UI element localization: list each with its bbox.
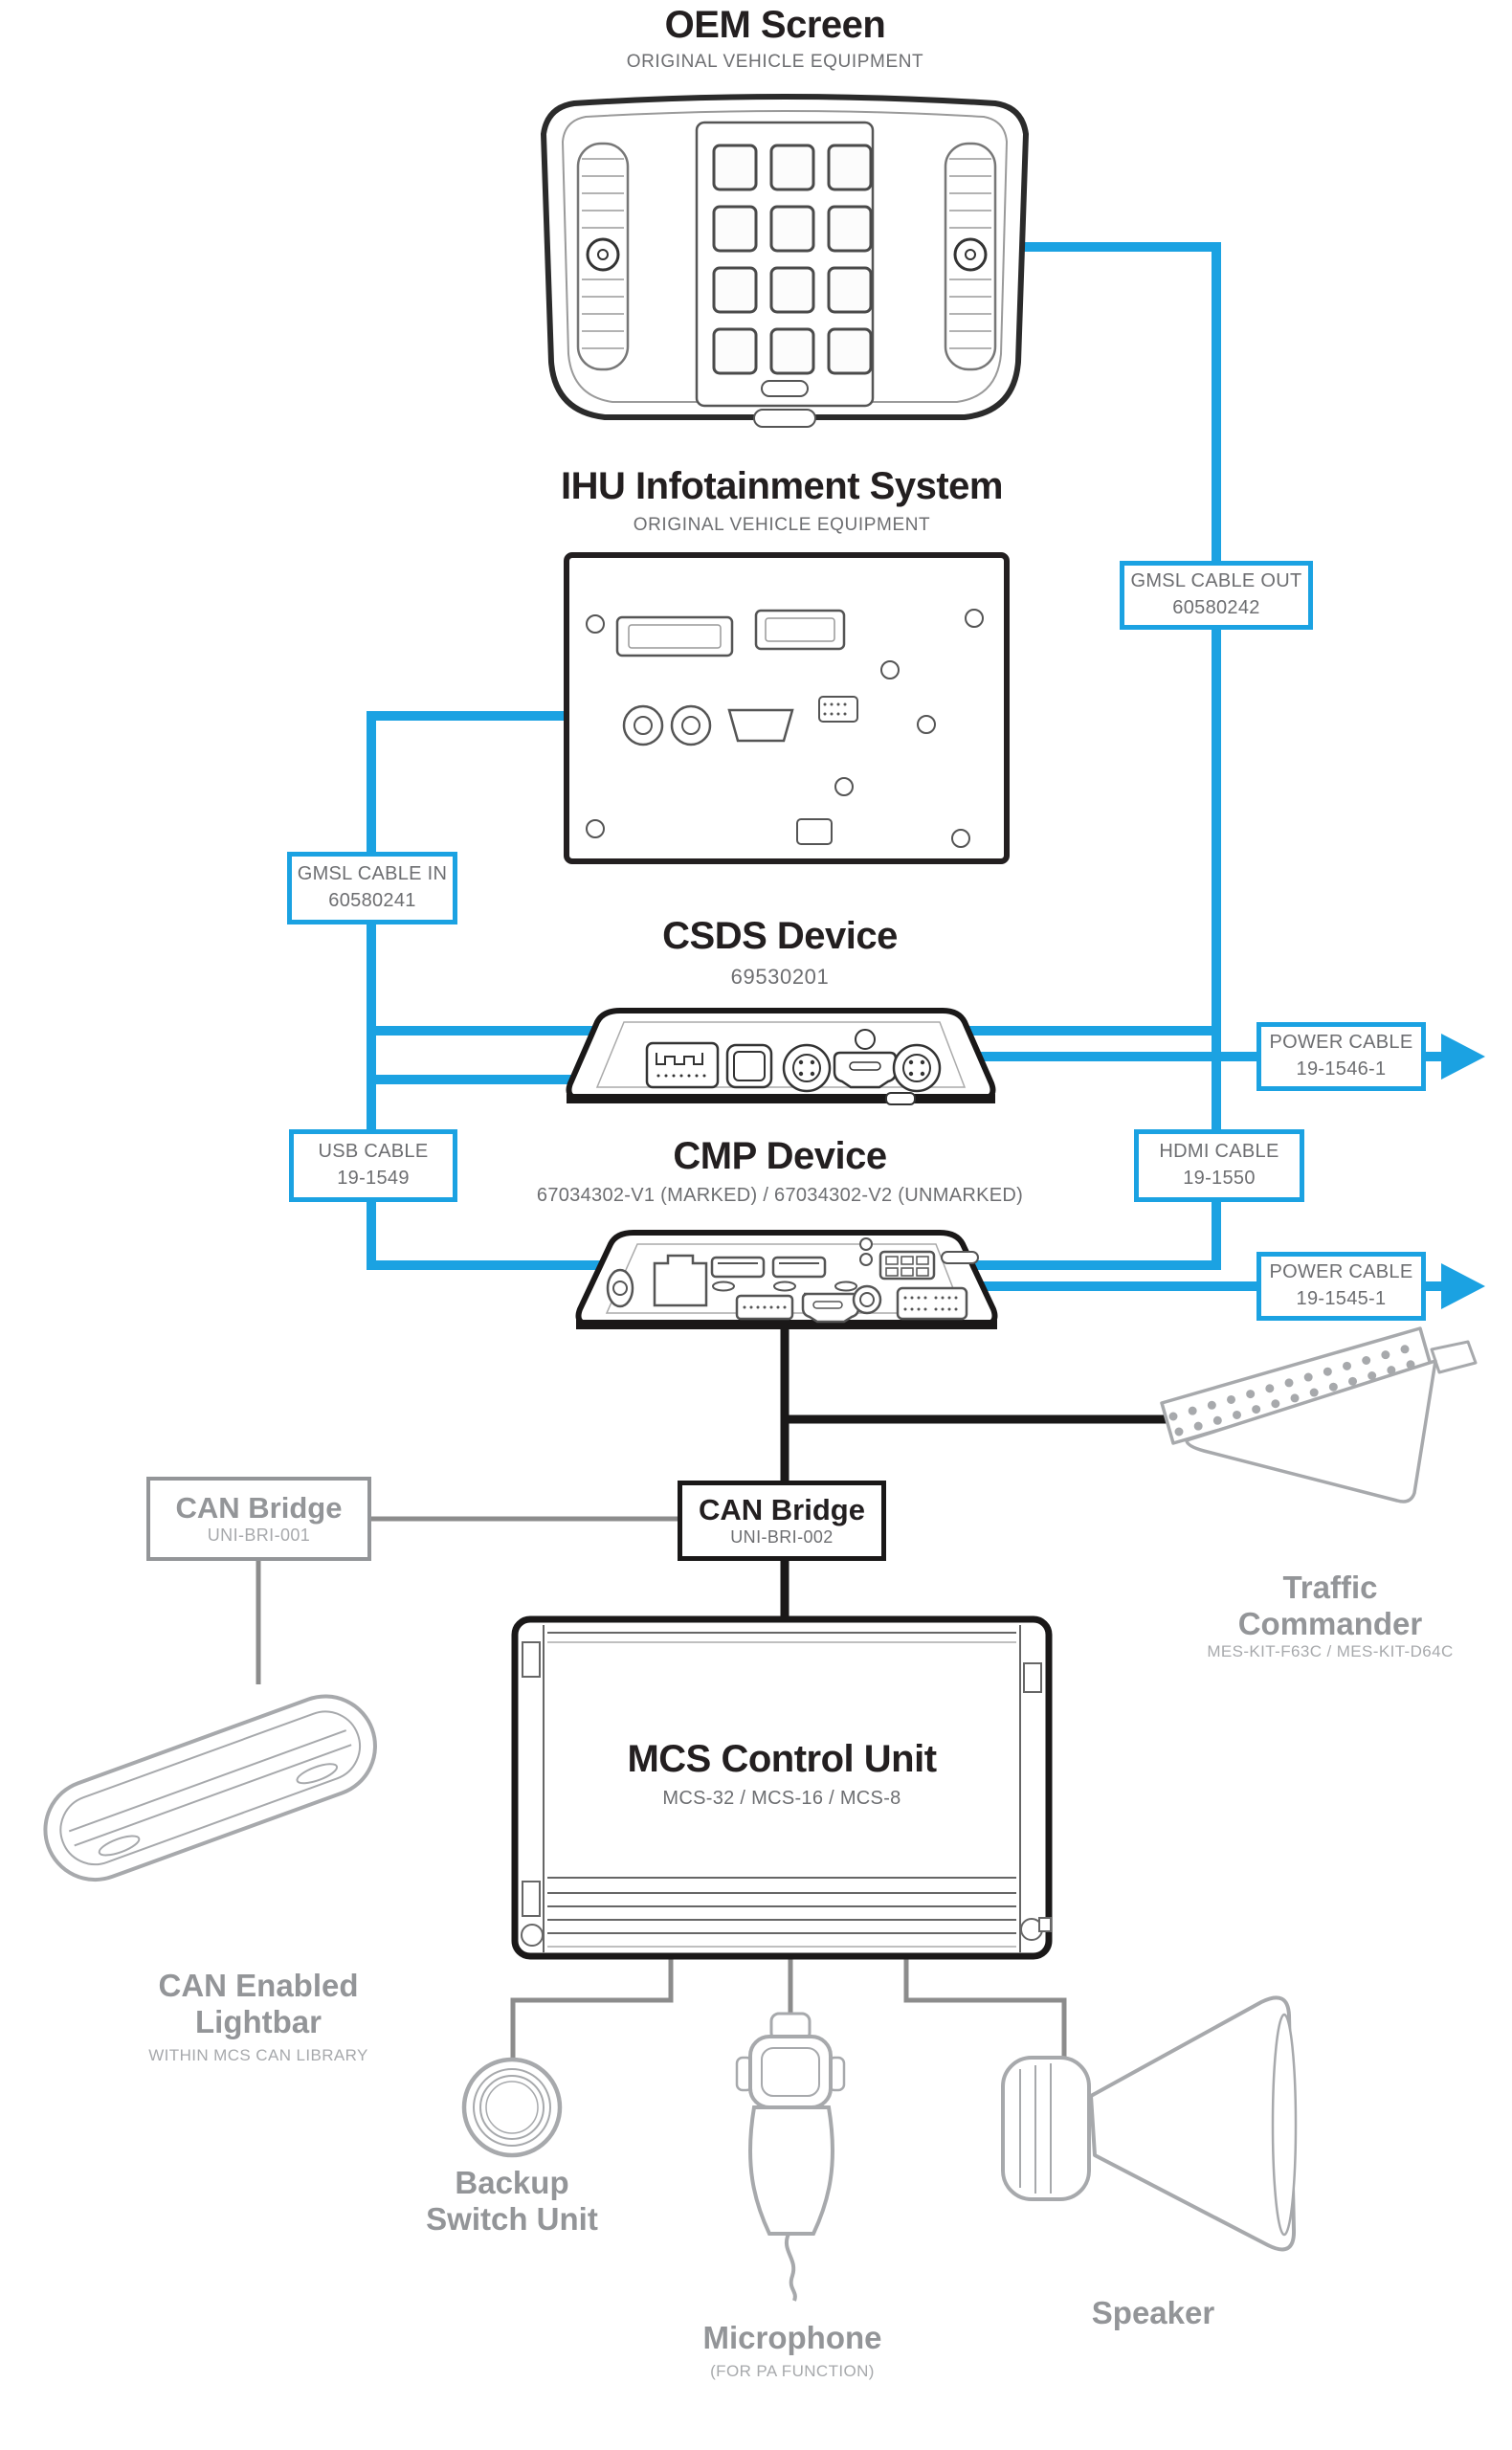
cable-name: USB CABLE <box>318 1141 429 1163</box>
traffic-commander-subtitle: MES-KIT-F63C / MES-KIT-D64C <box>1207 1642 1454 1660</box>
microphone-illustration <box>735 2012 846 2302</box>
cable-part: 19-1550 <box>1183 1168 1256 1189</box>
lightbar-illustration <box>43 1694 377 1882</box>
cable-label-gmsl-in: GMSL CABLE IN 60580241 <box>287 852 457 924</box>
blue-cable-lines <box>367 242 1450 1291</box>
backup-switch-title-line2: Switch Unit <box>426 2201 598 2238</box>
lightbar-subtitle: WITHIN MCS CAN LIBRARY <box>148 2046 368 2064</box>
cable-name: POWER CABLE <box>1269 1261 1413 1283</box>
csds-subtitle: 69530201 <box>730 965 830 989</box>
cable-label-usb: USB CABLE 19-1549 <box>289 1129 457 1202</box>
cmp-subtitle: 67034302-V1 (MARKED) / 67034302-V2 (UNMA… <box>536 1185 1024 1206</box>
cable-name: HDMI CABLE <box>1159 1141 1279 1163</box>
can-bridge-1-title: CAN Bridge <box>175 1491 343 1526</box>
cmp-illustration <box>575 1230 998 1329</box>
cable-label-hdmi: HDMI CABLE 19-1550 <box>1134 1129 1304 1202</box>
cable-name: GMSL CABLE OUT <box>1130 570 1302 592</box>
cable-part: 60580242 <box>1172 597 1260 618</box>
cable-part: 19-1545-1 <box>1296 1288 1387 1309</box>
cable-label-power-cmp: POWER CABLE 19-1545-1 <box>1256 1252 1426 1321</box>
ihu-subtitle: ORIGINAL VEHICLE EQUIPMENT <box>633 515 931 535</box>
ihu-illustration <box>564 552 1010 864</box>
backup-switch-title-line1: Backup <box>455 2165 569 2200</box>
arrow-right-icon <box>1441 1034 1485 1080</box>
ihu-title: IHU Infotainment System <box>561 465 1003 507</box>
traffic-commander-title-line2: Commander <box>1237 1606 1423 1642</box>
traffic-commander-illustration <box>1160 1326 1478 1503</box>
lightbar-title-line1: CAN Enabled <box>158 1968 359 2003</box>
cmp-title: CMP Device <box>673 1135 887 1177</box>
microphone-title: Microphone <box>702 2320 882 2355</box>
speaker-title: Speaker <box>1091 2295 1215 2330</box>
mcs-subtitle: MCS-32 / MCS-16 / MCS-8 <box>662 1788 901 1809</box>
microphone-subtitle: (FOR PA FUNCTION) <box>710 2362 875 2380</box>
cable-label-gmsl-out: GMSL CABLE OUT 60580242 <box>1120 561 1313 630</box>
oem-screen-subtitle: ORIGINAL VEHICLE EQUIPMENT <box>626 52 924 72</box>
csds-illustration <box>566 1008 996 1105</box>
traffic-commander-title: Traffic Commander <box>1139 1570 1512 1643</box>
speaker-illustration <box>1001 1995 1298 2252</box>
can-bridge-1-box: CAN Bridge UNI-BRI-001 <box>146 1477 371 1561</box>
can-bridge-2-title: CAN Bridge <box>699 1493 865 1527</box>
mcs-illustration <box>511 1615 1053 1960</box>
lightbar-title-line2: Lightbar <box>195 2004 322 2040</box>
can-bridge-2-box: CAN Bridge UNI-BRI-002 <box>678 1481 886 1561</box>
lightbar-title: CAN Enabled Lightbar <box>67 1968 450 2041</box>
traffic-commander-title-line1: Traffic <box>1282 1570 1378 1605</box>
cable-part: 60580241 <box>328 890 416 911</box>
cable-part: 19-1546-1 <box>1296 1058 1387 1080</box>
cable-part: 19-1549 <box>337 1168 410 1189</box>
oem-screen-illustration <box>540 94 1030 428</box>
cable-name: GMSL CABLE IN <box>297 863 448 885</box>
cable-name: POWER CABLE <box>1269 1032 1413 1054</box>
oem-screen-title: OEM Screen <box>664 4 886 46</box>
mcs-title: MCS Control Unit <box>627 1738 937 1780</box>
backup-switch-title: Backup Switch Unit <box>321 2165 703 2238</box>
csds-title: CSDS Device <box>662 915 898 957</box>
backup-switch-illustration <box>461 2057 563 2158</box>
can-bridge-2-part: UNI-BRI-002 <box>730 1526 834 1547</box>
cable-label-power-csds: POWER CABLE 19-1546-1 <box>1256 1022 1426 1091</box>
can-bridge-1-part: UNI-BRI-001 <box>207 1525 311 1545</box>
arrow-right-icon <box>1441 1263 1485 1309</box>
